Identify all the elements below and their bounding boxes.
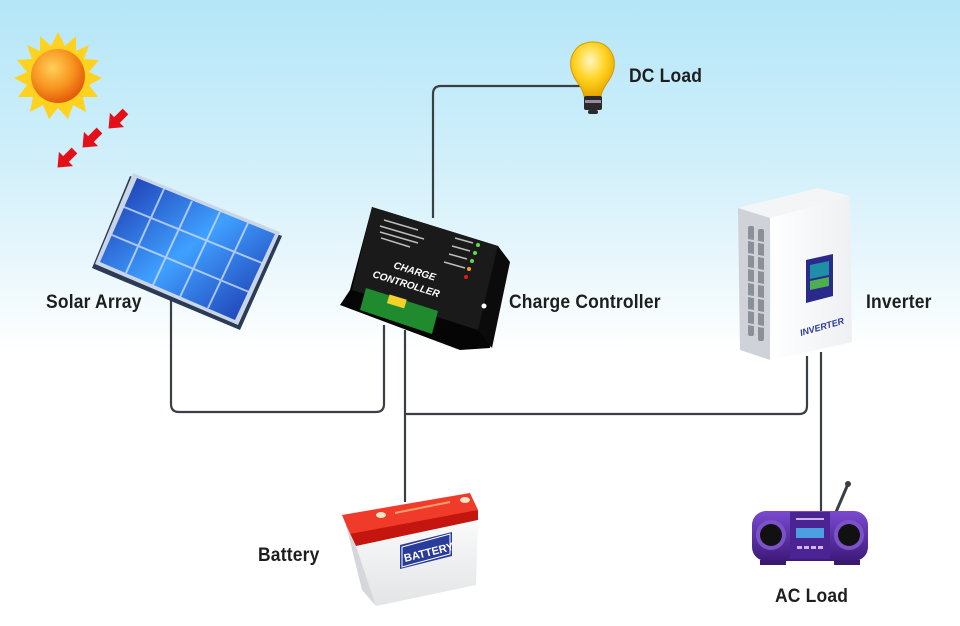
inverter-icon: INVERTER bbox=[738, 188, 852, 360]
battery-icon: BATTERY bbox=[342, 493, 478, 606]
boombox-radio-icon bbox=[752, 481, 868, 565]
label-inverter: Inverter bbox=[866, 292, 932, 313]
sunlight-arrows bbox=[57, 108, 129, 168]
arrow-icon bbox=[57, 147, 78, 168]
sun-icon bbox=[14, 32, 102, 119]
solar-panel-icon bbox=[92, 173, 282, 330]
arrow-icon bbox=[108, 108, 129, 129]
wire-controller-to-dc-load bbox=[431, 84, 582, 218]
arrow-icon bbox=[82, 127, 103, 148]
wires bbox=[169, 84, 823, 512]
light-bulb-icon bbox=[570, 41, 615, 114]
charge-controller-icon: CHARGE CONTROLLER bbox=[340, 207, 510, 350]
wire-solar-to-controller bbox=[169, 300, 386, 414]
label-battery: Battery bbox=[258, 545, 320, 566]
label-ac-load: AC Load bbox=[775, 586, 849, 607]
label-solar-array: Solar Array bbox=[46, 292, 142, 313]
label-dc-load: DC Load bbox=[629, 66, 703, 87]
label-charge-controller: Charge Controller bbox=[509, 292, 661, 313]
wire-controller-to-inverter bbox=[405, 356, 809, 416]
